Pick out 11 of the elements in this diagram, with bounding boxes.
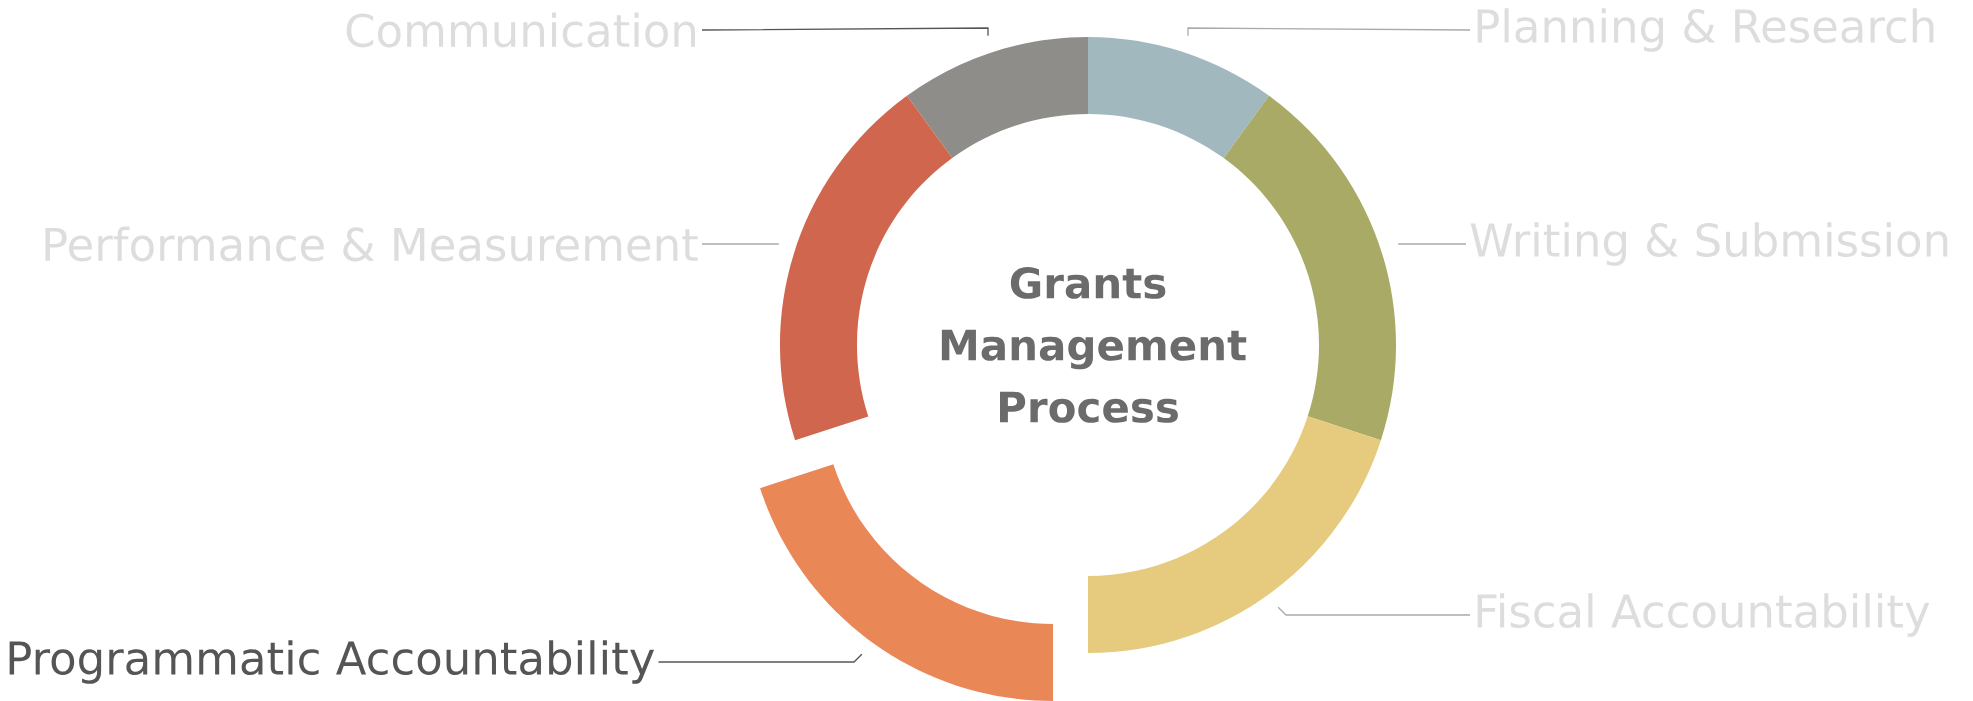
leader-line [657,653,863,663]
donut-segment [906,37,1088,159]
donut-segment [1088,37,1270,159]
donut-segment [760,464,1053,701]
leader-line [1277,606,1471,616]
segment-label: Programmatic Accountability [9,640,655,684]
leader-line [701,27,989,37]
leader-line [1397,243,1467,245]
leader-line [1187,27,1471,37]
center-title: Grants Management Process [941,267,1247,423]
leader-line [701,243,780,245]
